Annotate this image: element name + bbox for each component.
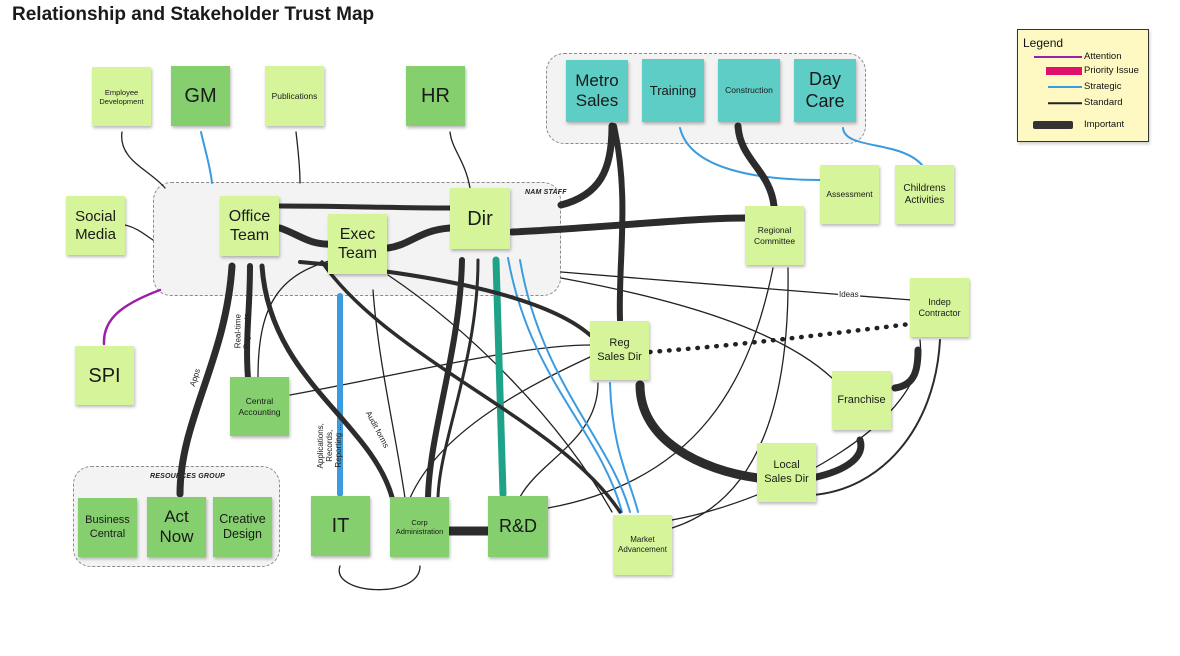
link-regsales-market: [609, 382, 639, 513]
link-publications-namstaff: [295, 131, 301, 184]
legend: Legend Attention Priority Issue Strategi…: [1017, 29, 1149, 142]
link-it-loop: [338, 565, 421, 591]
note-office-team[interactable]: Office Team: [220, 196, 279, 256]
note-construction[interactable]: Construction: [718, 59, 780, 122]
page-title: Relationship and Stakeholder Trust Map: [12, 4, 375, 25]
link-exec-dir: [384, 224, 454, 252]
link-franchise-indep: [891, 346, 922, 392]
link-local-indep: [811, 339, 941, 496]
note-regional-committee[interactable]: Regional Committee: [745, 206, 804, 265]
note-business-central[interactable]: Business Central: [78, 498, 137, 557]
legend-item-standard: Standard: [1028, 96, 1148, 110]
note-gm[interactable]: GM: [171, 66, 230, 126]
note-local-sales-dir[interactable]: Local Sales Dir: [757, 443, 816, 502]
link-hr-dir: [449, 131, 471, 189]
legend-label-strategic: Strategic: [1084, 81, 1122, 92]
legend-item-important: Important: [1028, 118, 1148, 132]
link-exec-market-important: [320, 260, 622, 514]
link-construction-regcommittee: [734, 122, 778, 210]
link-metrosales-regsales: [611, 123, 626, 323]
note-it[interactable]: IT: [311, 496, 370, 556]
legend-title: Legend: [1023, 36, 1064, 50]
link-officeteam-dir: [277, 203, 453, 211]
note-dir[interactable]: Dir: [450, 188, 510, 249]
note-assessment[interactable]: Assessment: [820, 165, 879, 224]
note-central-accounting[interactable]: Central Accounting: [230, 377, 289, 436]
note-social-media[interactable]: Social Media: [66, 196, 125, 255]
link-namstaff-spi: [102, 288, 162, 346]
link-regsales-indep-dotted: [647, 321, 913, 355]
note-indep-contractor[interactable]: Indep Contractor: [910, 278, 969, 337]
link-dir-corpadmin-2: [436, 258, 480, 499]
legend-swatch-priority-issue: [1046, 67, 1082, 75]
link-dir-rnd: [492, 256, 507, 498]
group-label-nam-staff: NAM STAFF: [525, 189, 567, 196]
link-exec-corpadmin: [372, 289, 406, 499]
note-franchise[interactable]: Franchise: [832, 371, 891, 430]
link-training-assessment: [679, 127, 821, 181]
link-dir-market-1: [507, 257, 623, 513]
link-rnd-regcommittee: [547, 267, 774, 509]
legend-label-standard: Standard: [1084, 97, 1123, 108]
edge-label-real-time-payments: Real-time Payments: [233, 313, 252, 349]
legend-label-priority-issue: Priority Issue: [1084, 65, 1139, 76]
note-metro-sales[interactable]: Metro Sales: [566, 60, 628, 122]
note-childrens-activities[interactable]: Childrens Activities: [895, 165, 954, 224]
link-namstaff-indep-ideas: [560, 271, 913, 301]
note-training[interactable]: Training: [642, 59, 704, 122]
note-rnd[interactable]: R&D: [488, 496, 548, 557]
legend-item-priority-issue: Priority Issue: [1028, 64, 1148, 78]
note-hr[interactable]: HR: [406, 66, 465, 126]
link-corpadmin-regsales: [409, 356, 591, 499]
note-creative-design[interactable]: Creative Design: [213, 497, 272, 557]
link-officeteam-audit: [259, 263, 395, 500]
group-label-resources-group: RESOURCES GROUP: [150, 473, 225, 480]
note-act-now[interactable]: Act Now: [147, 497, 206, 557]
link-officeteam-apps: [176, 262, 236, 498]
link-regsales-local: [635, 380, 763, 483]
link-centralacc-regsales: [289, 344, 591, 396]
link-local-franchise: [808, 436, 865, 482]
link-daycare-childrens: [842, 127, 923, 166]
link-rnd-regsales: [519, 382, 599, 498]
link-namstaff-franchise: [560, 277, 833, 379]
link-dir-market-2: [519, 259, 631, 513]
note-day-care[interactable]: Day Care: [794, 59, 856, 122]
note-employee-development[interactable]: Employee Development: [92, 67, 151, 126]
link-dir-regcommittee: [508, 214, 749, 236]
legend-swatch-standard: [1048, 102, 1082, 104]
link-empdev-namstaff: [121, 131, 166, 189]
link-officeteam-centralacc: [244, 263, 253, 381]
legend-label-important: Important: [1084, 119, 1125, 130]
link-officeteam-exec: [276, 224, 334, 248]
legend-label-attention: Attention: [1084, 51, 1122, 62]
note-publications[interactable]: Publications: [265, 66, 324, 126]
note-corp-administration[interactable]: Corp Administration: [390, 497, 449, 557]
link-socialmedia-namstaff: [124, 224, 154, 241]
note-spi[interactable]: SPI: [75, 346, 134, 405]
note-reg-sales-dir[interactable]: Reg Sales Dir: [590, 321, 649, 380]
legend-swatch-attention: [1034, 56, 1082, 58]
link-dir-corpadmin: [425, 257, 465, 500]
legend-swatch-important: [1033, 121, 1073, 129]
note-exec-team[interactable]: Exec Team: [328, 214, 387, 274]
edge-label-ideas: Ideas: [838, 290, 860, 300]
legend-item-strategic: Strategic: [1028, 80, 1148, 94]
edge-label-applications-records: Applications, Records, Reporting ...: [315, 423, 344, 469]
legend-item-attention: Attention: [1028, 50, 1148, 64]
link-exec-centralacc: [257, 259, 334, 379]
note-market-advancement[interactable]: Market Advancement: [613, 515, 672, 575]
link-dir-metrosales: [557, 122, 616, 209]
legend-swatch-strategic: [1048, 86, 1082, 88]
link-gm-officeteam: [200, 131, 213, 184]
